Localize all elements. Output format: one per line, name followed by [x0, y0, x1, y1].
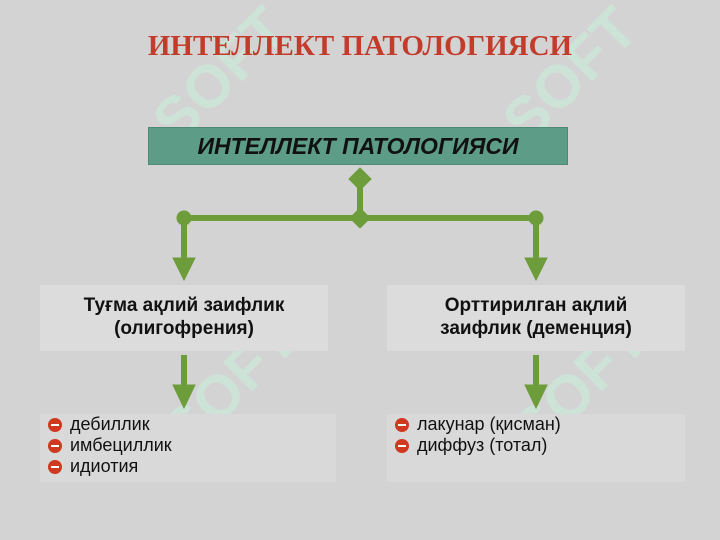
arrow-left-2: [172, 384, 196, 410]
list-item: лакунар (қисман): [395, 414, 685, 435]
heading-line: (олигофрения): [114, 318, 254, 339]
list-item: диффуз (тотал): [395, 435, 685, 456]
bullet-icon: [395, 438, 409, 453]
item-text: дебиллик: [70, 414, 150, 434]
arrow-right: [524, 257, 548, 282]
congenital-box: Туғма ақлий заифлик(олигофрения): [40, 285, 328, 351]
arrow-right-2: [524, 384, 548, 410]
acquired-list: лакунар (қисман) диффуз (тотал): [387, 414, 685, 482]
page-title: ИНТЕЛЛЕКТ ПАТОЛОГИЯСИ: [147, 30, 573, 62]
item-text: идиотия: [70, 456, 139, 476]
bullet-icon: [395, 417, 409, 432]
bullet-icon: [48, 459, 62, 474]
item-text: лакунар (қисман): [417, 414, 561, 434]
congenital-list: дебиллик имбециллик идиотия: [40, 414, 336, 482]
list-item: идиотия: [48, 456, 336, 477]
list-item: имбециллик: [48, 435, 336, 456]
header-box: ИНТЕЛЛЕКТ ПАТОЛОГИЯСИ: [148, 127, 568, 165]
item-text: имбециллик: [70, 435, 172, 455]
bullet-icon: [48, 417, 62, 432]
heading-line: Орттирилган ақлий: [444, 295, 628, 317]
diamond-top: [348, 167, 372, 191]
arrow-left: [172, 257, 196, 282]
item-text: диффуз (тотал): [417, 435, 548, 455]
diamond-mid: [349, 207, 371, 229]
heading-line: Туғма ақлий заифлик: [83, 295, 285, 317]
heading-line: заифлик (деменция): [440, 318, 632, 339]
list-item: дебиллик: [48, 414, 336, 435]
bullet-icon: [48, 438, 62, 453]
